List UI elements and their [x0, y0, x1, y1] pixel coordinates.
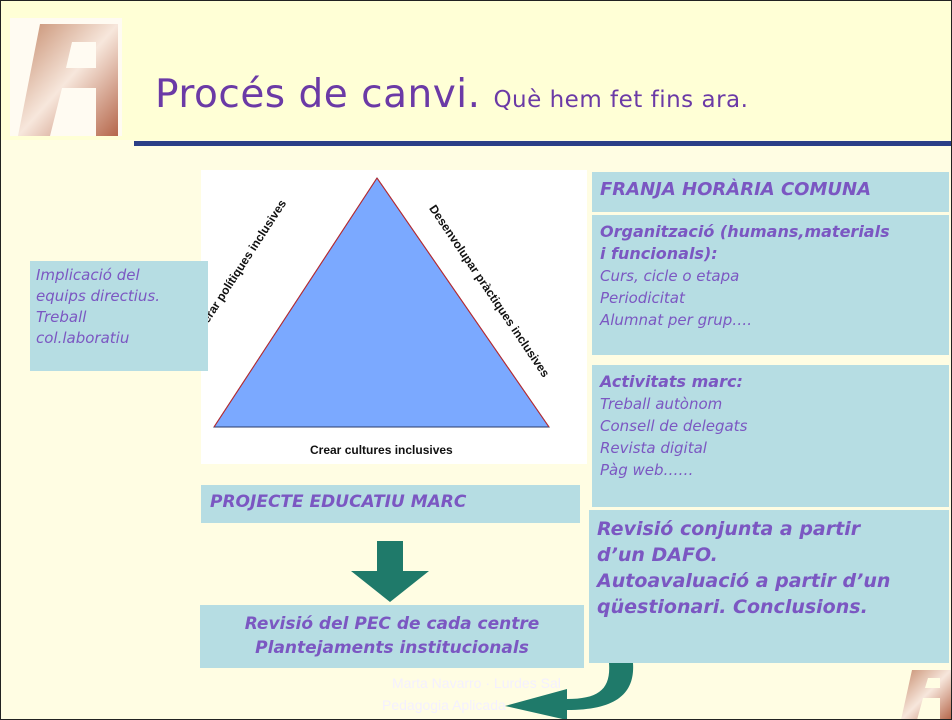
activitats-item: Consell de delegats	[600, 417, 748, 435]
title-rule	[134, 141, 952, 146]
revisio-pec-box: Revisió del PEC de cada centre Plantejam…	[200, 605, 584, 668]
left-note-line: Treball	[36, 308, 87, 326]
page-title: Procés de canvi. Què hem fet fins ara.	[155, 72, 748, 117]
triangle-bottom-label: Crear cultures inclusives	[310, 443, 453, 457]
footer-subject: Pedagogia Aplicada	[382, 697, 506, 713]
revisio-pec-line-2: Plantejaments institucionals	[255, 638, 529, 658]
organitzacio-item: Periodicitat	[600, 289, 685, 307]
revisio-pec-line-1: Revisió del PEC de cada centre	[244, 614, 540, 634]
organitzacio-item: Alumnat per grup….	[600, 311, 753, 329]
arrow-down-icon	[351, 541, 429, 602]
title-band	[0, 0, 952, 140]
organitzacio-heading: Organització (humans,materials	[600, 222, 890, 241]
activitats-item: Treball autònom	[600, 395, 723, 413]
footer-author: Marta Navarro · Lurdes Sal	[392, 675, 561, 691]
organitzacio-box: Organització (humans,materials i funcion…	[592, 215, 949, 355]
revisio-dafo-line: Revisió conjunta a partir	[597, 518, 861, 540]
activitats-item: Pàg web……	[600, 461, 694, 479]
triangle-panel	[201, 170, 587, 464]
activitats-item: Revista digital	[600, 439, 707, 457]
revisio-dafo-line: Autoavaluació a partir d’un	[597, 570, 891, 592]
title-sub: Què hem fet fins ara.	[493, 87, 749, 113]
revisio-dafo-line: qüestionari. Conclusions.	[597, 596, 868, 618]
activitats-box: Activitats marc: Treball autònom Consell…	[592, 365, 949, 507]
title-main: Procés de canvi.	[155, 72, 481, 117]
projecte-box: PROJECTE EDUCATIU MARC	[201, 485, 580, 523]
logo-a-small-icon	[901, 670, 951, 720]
left-note-line: equips directius.	[36, 287, 160, 305]
activitats-heading: Activitats marc:	[600, 372, 743, 391]
organitzacio-item: Curs, cicle o etapa	[600, 267, 740, 285]
revisio-dafo-box: Revisió conjunta a partir d’un DAFO. Aut…	[589, 510, 949, 663]
franja-label: FRANJA HORÀRIA COMUNA	[600, 179, 871, 200]
revisio-dafo-line: d’un DAFO.	[597, 544, 718, 566]
left-note-line: Implicació del	[36, 266, 140, 284]
projecte-label: PROJECTE EDUCATIU MARC	[210, 492, 467, 512]
curved-arrow-icon	[505, 663, 634, 720]
left-note-box: Implicació del equips directius. Treball…	[30, 261, 208, 371]
franja-box: FRANJA HORÀRIA COMUNA	[592, 172, 949, 212]
triangle-diagram	[213, 177, 550, 428]
logo-a-icon	[10, 18, 122, 136]
organitzacio-heading-2: i funcionals):	[600, 244, 718, 263]
left-note-line: col.laboratiu	[36, 329, 130, 347]
